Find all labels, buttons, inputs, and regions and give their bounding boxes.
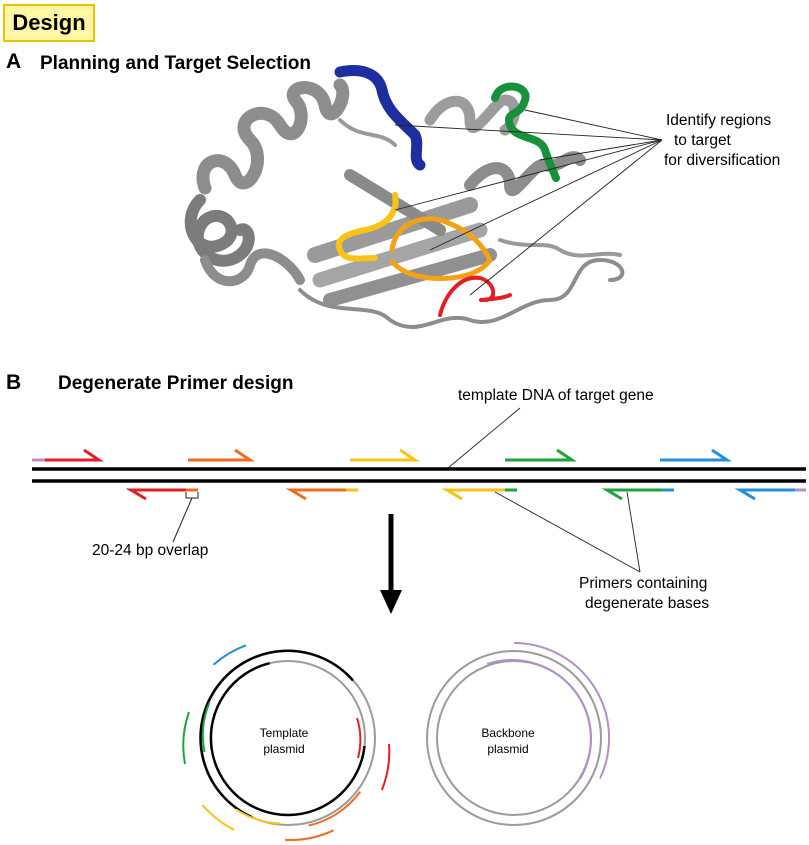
reverse-primer-red xyxy=(125,488,198,501)
target-region-orange xyxy=(389,216,493,281)
plasmid-primer-red-in xyxy=(356,717,362,759)
down-arrow xyxy=(380,514,402,614)
protein-loop-top xyxy=(338,118,397,147)
plasmid-primer-orange-in xyxy=(308,791,362,827)
plasmid-primer-yellow-out xyxy=(201,804,235,831)
overlap-bracket xyxy=(172,492,199,543)
forward-primer-blue xyxy=(660,448,732,462)
protein-helix-right xyxy=(424,94,520,136)
template-plasmid-inner-black xyxy=(209,661,366,817)
forward-primer-green xyxy=(505,448,577,462)
reverse-primer-blue xyxy=(734,488,806,501)
overlap-label: 20-24 bp overlap xyxy=(92,542,209,559)
annotation-line-1: Identify regions xyxy=(666,112,772,129)
template-dna-label: template DNA of target gene xyxy=(458,387,654,404)
forward-primer-orange xyxy=(188,448,255,462)
forward-primers xyxy=(32,448,732,462)
design-badge-label: Design xyxy=(12,10,86,35)
target-region-yellow xyxy=(335,192,399,262)
annotation-line-3: for diversification xyxy=(664,152,781,169)
backbone-plasmid xyxy=(426,642,611,826)
backbone-plasmid-outer xyxy=(426,650,602,826)
plasmid-primer-orange-out xyxy=(284,829,335,841)
target-region-green xyxy=(491,82,560,182)
protein-sheet-3 xyxy=(323,248,497,307)
backbone-plasmid-label-1: Backbone xyxy=(481,726,535,740)
target-region-blue xyxy=(334,65,426,171)
primers-label-line-1: Primers containing xyxy=(579,575,708,592)
plasmid-primer-blue xyxy=(212,644,247,666)
panel-b-letter: B xyxy=(6,371,22,394)
reverse-primer-yellow xyxy=(441,488,517,501)
panel-b-title: Degenerate Primer design xyxy=(58,373,294,394)
template-dna xyxy=(32,467,806,483)
plasmid-primer-green-out xyxy=(182,711,190,765)
primers-label-line-2: degenerate bases xyxy=(585,595,710,612)
template-plasmid xyxy=(182,644,391,841)
reverse-primer-green xyxy=(601,488,674,501)
panel-a-title: Planning and Target Selection xyxy=(40,53,311,74)
protein-loop-right xyxy=(498,238,622,258)
template-plasmid-label-1: Template xyxy=(259,726,309,740)
protein-helix-left xyxy=(196,78,350,195)
plasmid-primer-red-out xyxy=(380,743,391,791)
design-badge: Design xyxy=(3,4,95,42)
reverse-primer-orange xyxy=(285,488,358,501)
protein-helix-lower xyxy=(200,248,305,287)
plasmid-primer-yellow-in xyxy=(235,808,281,825)
template-label-leader xyxy=(447,407,521,469)
protein-loop-bottom xyxy=(298,258,625,330)
forward-primer-red xyxy=(32,448,104,462)
backbone-plasmid-label-2: plasmid xyxy=(487,742,529,756)
annotation-line-2: to target xyxy=(674,132,731,149)
target-region-red xyxy=(438,275,512,317)
primers-pointers xyxy=(494,491,641,573)
backbone-primer-outer xyxy=(513,642,611,779)
protein-helix-right-2 xyxy=(464,151,586,197)
plasmid-primer-green-in xyxy=(201,702,211,753)
protein-sheet-2 xyxy=(312,222,488,288)
panel-a-letter: A xyxy=(6,50,22,73)
template-plasmid-outer-black xyxy=(199,649,354,819)
reverse-primers xyxy=(125,488,806,501)
forward-primer-yellow xyxy=(350,448,420,462)
protein-structure xyxy=(184,65,625,330)
template-plasmid-label-2: plasmid xyxy=(263,742,305,756)
protein-helix-left-2 xyxy=(184,194,255,267)
backbone-primer-inner xyxy=(486,659,592,780)
annotation-pointers xyxy=(394,109,663,296)
